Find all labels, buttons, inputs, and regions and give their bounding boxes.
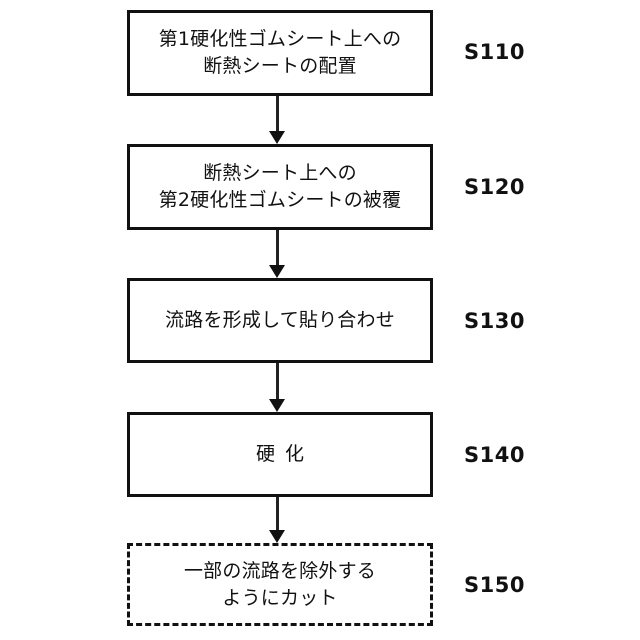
arrowhead-s130-s140 xyxy=(269,399,285,412)
arrowhead-s120-s130 xyxy=(269,265,285,278)
connector-s130-s140 xyxy=(276,363,279,400)
flow-node-s140-text: 硬化 xyxy=(255,443,314,466)
flow-node-s120-text: 断熱シート上への 第2硬化性ゴムシートの被覆 xyxy=(158,162,402,211)
step-label-s140: S140 xyxy=(464,443,525,467)
arrowhead-s110-s120 xyxy=(269,131,285,144)
flow-node-s120: 断熱シート上への 第2硬化性ゴムシートの被覆 xyxy=(127,144,433,230)
arrowhead-s140-s150 xyxy=(269,530,285,543)
step-label-s120: S120 xyxy=(464,175,525,199)
connector-s140-s150 xyxy=(276,497,279,531)
step-label-s110: S110 xyxy=(464,40,525,64)
flow-node-s150: 一部の流路を除外する ようにカット xyxy=(127,543,433,626)
connector-s120-s130 xyxy=(276,230,279,266)
step-label-s150: S150 xyxy=(464,573,525,597)
flow-node-s130-text: 流路を形成して貼り合わせ xyxy=(165,309,395,332)
step-label-s130: S130 xyxy=(464,309,525,333)
flow-node-s110-text: 第1硬化性ゴムシート上への 断熱シートの配置 xyxy=(158,28,402,77)
flow-node-s110: 第1硬化性ゴムシート上への 断熱シートの配置 xyxy=(127,10,433,96)
flow-node-s140: 硬化 xyxy=(127,412,433,497)
connector-s110-s120 xyxy=(276,96,279,132)
flow-node-s130: 流路を形成して貼り合わせ xyxy=(127,278,433,363)
flow-node-s150-text: 一部の流路を除外する ようにカット xyxy=(183,559,376,609)
